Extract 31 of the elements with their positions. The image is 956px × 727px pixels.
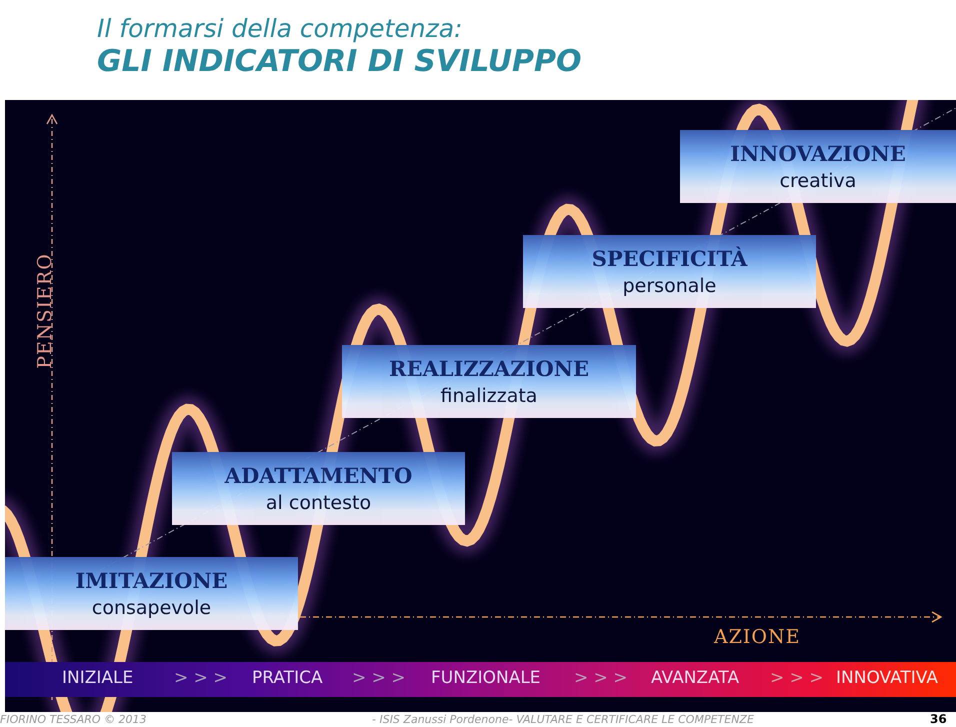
- chevron-text: > > >: [574, 668, 628, 688]
- footer-text: FIORINO TESSARO © 2013: [0, 713, 147, 726]
- page-number: 36: [930, 712, 947, 726]
- stage-box: [172, 452, 465, 525]
- stage-subtitle: consapevole: [92, 597, 212, 619]
- stage-label: AVANZATA: [651, 668, 740, 688]
- stage-title: IMITAZIONE: [75, 568, 228, 593]
- stage-box: [5, 557, 298, 630]
- footer-text: - ISIS Zanussi Pordenone- VALUTARE E CERTIFICARE LE COMPETENZE: [372, 713, 754, 726]
- stage-title: INNOVAZIONE: [730, 141, 906, 166]
- stage-title: REALIZZAZIONE: [389, 356, 589, 381]
- stage-label: INNOVATIVA: [836, 668, 938, 688]
- stage-title: SPECIFICITÀ: [592, 246, 748, 271]
- axis-label: AZIONE: [714, 626, 800, 648]
- chevron-text: > > >: [352, 668, 406, 688]
- chevron-text: > > >: [174, 668, 228, 688]
- stage-box: [680, 130, 956, 203]
- stage-label: PRATICA: [252, 668, 323, 688]
- stage-box: [342, 345, 636, 418]
- stage-box: [523, 235, 816, 308]
- stage-subtitle: al contesto: [266, 492, 372, 514]
- chevron-text: > > >: [770, 668, 824, 688]
- title: Il formarsi della competenza:: [97, 14, 464, 44]
- stage-label: INIZIALE: [62, 668, 134, 688]
- axis-label: PENSIERO: [34, 252, 56, 371]
- stage-title: ADATTAMENTO: [224, 463, 412, 488]
- stage-subtitle: personale: [622, 275, 716, 297]
- stage-subtitle: finalizzata: [440, 385, 538, 407]
- stage-label: FUNZIONALE: [431, 668, 541, 688]
- stage-subtitle: creativa: [780, 170, 856, 192]
- title: GLI INDICATORI DI SVILUPPO: [97, 44, 582, 80]
